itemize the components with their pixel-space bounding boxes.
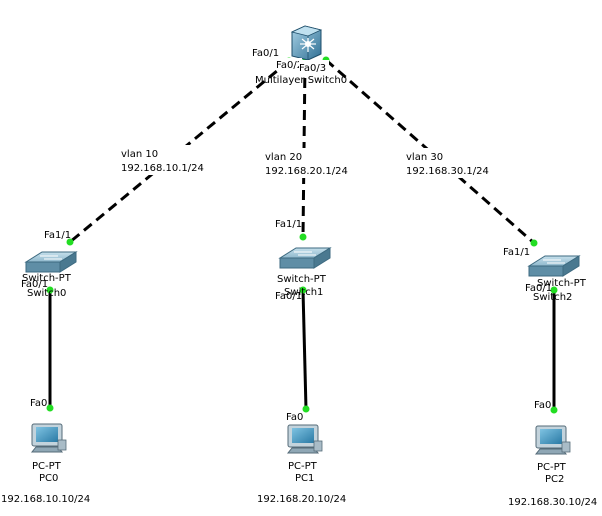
multilayer-switch-icon[interactable] xyxy=(290,25,323,61)
link-vlan-label: vlan 30 xyxy=(406,152,443,163)
port-dot xyxy=(299,286,307,294)
pc-ip-label: 192.168.10.10/24 xyxy=(1,494,90,505)
pc-model-label: PC-PT xyxy=(537,462,567,473)
pc0-computer-icon[interactable] xyxy=(30,423,67,453)
pc-port-label: Fa0 xyxy=(534,400,551,411)
switch-uplink-port-label: Fa1/1 xyxy=(503,247,530,258)
pc-ip-label: 192.168.30.10/24 xyxy=(508,497,597,508)
pc2-computer-icon[interactable] xyxy=(534,425,571,455)
link-gateway-label: 192.168.30.1/24 xyxy=(406,166,489,177)
pc-model-label: PC-PT xyxy=(32,461,62,472)
core-port-mid-label: Fa0/2 xyxy=(276,60,303,71)
port-dot xyxy=(550,286,558,294)
switch-name-label: Switch0 xyxy=(27,288,66,299)
switch0-device[interactable] xyxy=(24,251,78,273)
link-label-1: vlan 20 192.168.20.1/24 xyxy=(261,148,353,178)
switch2-device[interactable] xyxy=(527,255,581,277)
switch-model-label: Switch-PT xyxy=(22,273,72,284)
pc-port-label: Fa0 xyxy=(286,412,303,423)
pc-model-label: PC-PT xyxy=(288,461,318,472)
port-indicators xyxy=(46,56,558,414)
pc1-computer-icon[interactable] xyxy=(286,424,323,454)
pc-name-label: PC2 xyxy=(545,474,564,485)
port-dot xyxy=(46,286,54,294)
switch-down-port-label: Fa0/1 xyxy=(525,283,552,294)
pc-name-label: PC0 xyxy=(39,473,58,484)
pc-name-label: PC1 xyxy=(295,473,314,484)
core-port-right-label: Fa0/3 xyxy=(299,63,326,74)
link-label-2: vlan 30 192.168.30.1/24 xyxy=(402,148,494,178)
switch1-device[interactable] xyxy=(278,247,332,269)
port-dot xyxy=(550,406,558,414)
link-gateway-label: 192.168.10.1/24 xyxy=(121,163,204,174)
switch-uplink-port-label: Fa1/1 xyxy=(44,230,71,241)
pc-ip-label: 192.168.20.10/24 xyxy=(257,494,346,505)
switch-name-label: Switch1 xyxy=(284,287,323,298)
link-gateway-label: 192.168.20.1/24 xyxy=(265,166,348,177)
switch-name-label: Switch2 xyxy=(533,292,572,303)
port-dot xyxy=(66,238,74,246)
link-label-0: vlan 10 192.168.10.1/24 xyxy=(117,145,207,175)
core-device-name: Multilayer Switch0 xyxy=(255,75,347,86)
link-vlan-label: vlan 10 xyxy=(121,149,158,160)
switch-model-label: Switch-PT xyxy=(537,278,587,289)
link-vlan-label: vlan 20 xyxy=(265,152,302,163)
access-link-1[interactable] xyxy=(301,289,308,410)
switch-model-label: Switch-PT xyxy=(277,274,327,285)
core-port-left-label: Fa0/1 xyxy=(252,48,279,59)
port-dot xyxy=(530,239,538,247)
port-dot xyxy=(299,233,307,241)
port-dot xyxy=(302,405,310,413)
trunk-link-2[interactable] xyxy=(325,58,535,245)
switch-down-port-label: Fa0/1 xyxy=(21,279,48,290)
pc-port-label: Fa0 xyxy=(30,398,47,409)
port-dot xyxy=(46,404,54,412)
switch-uplink-port-label: Fa1/1 xyxy=(275,219,302,230)
switch-down-port-label: Fa0/1 xyxy=(275,291,302,302)
